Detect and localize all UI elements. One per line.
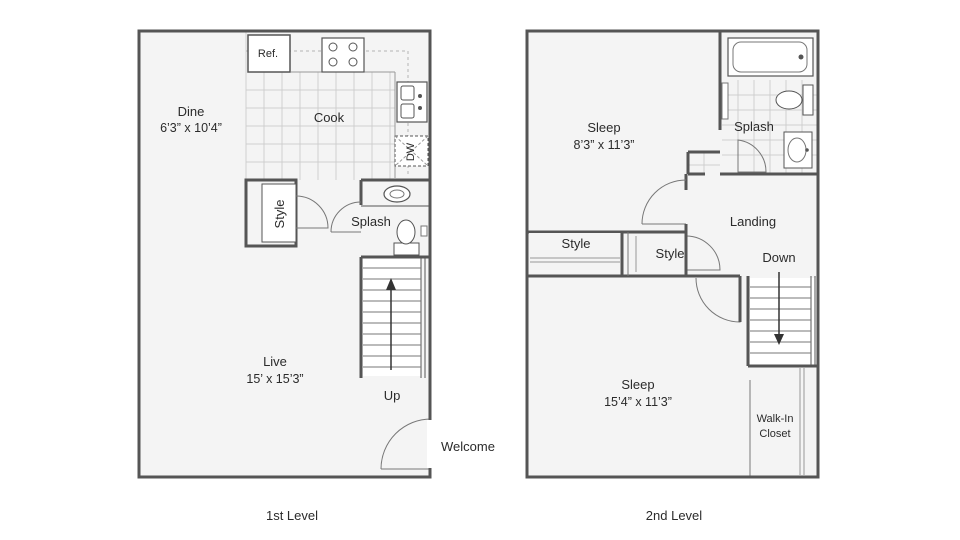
room-dine-size: 6’3” x 10’4” (160, 121, 222, 135)
first-level-caption: 1st Level (266, 508, 318, 523)
room-live-size: 15’ x 15’3” (246, 372, 303, 386)
style-closet-2 (527, 232, 740, 278)
room-live-name: Live (263, 354, 287, 369)
first-level-walls (137, 29, 432, 479)
stove-icon (321, 37, 365, 73)
toilet-icon (396, 219, 416, 245)
second-level-caption: 2nd Level (646, 508, 702, 523)
room-splash-2-name: Splash (734, 119, 774, 134)
style-closet-1-shelf (261, 183, 297, 243)
towel-bar (721, 82, 729, 120)
room-sleep-1-name: Sleep (587, 120, 620, 135)
first-level-bath (330, 178, 430, 256)
second-level-stairs (738, 272, 816, 366)
stairs-down-label: Down (762, 250, 795, 265)
bath-sink-icon (383, 185, 411, 203)
style-closet-3 (622, 230, 721, 276)
second-level: Sleep 8’3” x 11’3” Splash Landing Style … (525, 29, 820, 523)
welcome-label: Welcome (441, 439, 495, 454)
style-closet-door-swing-2 (685, 235, 721, 271)
second-level-bath (686, 31, 818, 176)
style-closet-door-swing (295, 195, 329, 229)
room-sleep-2-name: Sleep (621, 377, 654, 392)
room-style-3-name: Style (656, 246, 685, 261)
bath-door-swing (330, 201, 362, 233)
kitchen-tile-grid (245, 32, 395, 180)
sleep-door-swing-2 (695, 277, 741, 323)
toilet-tank-2 (802, 84, 814, 116)
door-opening (427, 420, 435, 468)
dishwasher-icon (394, 135, 429, 167)
toilet-icon-2 (775, 90, 803, 110)
dw-label: DW (405, 142, 417, 161)
second-level-walls (525, 29, 820, 479)
first-level-stairs (359, 255, 430, 378)
refrigerator (247, 34, 291, 73)
room-landing-name: Landing (730, 214, 776, 229)
bath-door-swing-2 (737, 139, 767, 173)
room-style-1-name: Style (272, 200, 287, 229)
room-cook-name: Cook (314, 110, 345, 125)
counter-outline (246, 50, 409, 176)
walk-in-closet-line2: Closet (759, 428, 790, 440)
room-dine-name: Dine (178, 104, 205, 119)
ref-label: Ref. (258, 48, 278, 60)
walk-in-closet-line1: Walk-In (757, 413, 794, 425)
room-sleep-1-size: 8’3” x 11’3” (574, 138, 635, 152)
kitchen-sink-icon (396, 81, 428, 123)
stairs-up-label: Up (384, 388, 401, 403)
toilet-tank (393, 242, 420, 256)
room-style-2-name: Style (562, 236, 591, 251)
first-level-floor (139, 31, 430, 477)
first-level: Dine 6’3” x 10’4” Cook Ref. DW Style Spl… (137, 29, 495, 523)
walk-in-closet (748, 364, 818, 477)
room-splash-1-name: Splash (351, 214, 391, 229)
tp-holder (420, 225, 428, 237)
sleep-door-swing-1 (641, 179, 687, 225)
room-sleep-2-size: 15’4” x 11’3” (604, 395, 672, 409)
